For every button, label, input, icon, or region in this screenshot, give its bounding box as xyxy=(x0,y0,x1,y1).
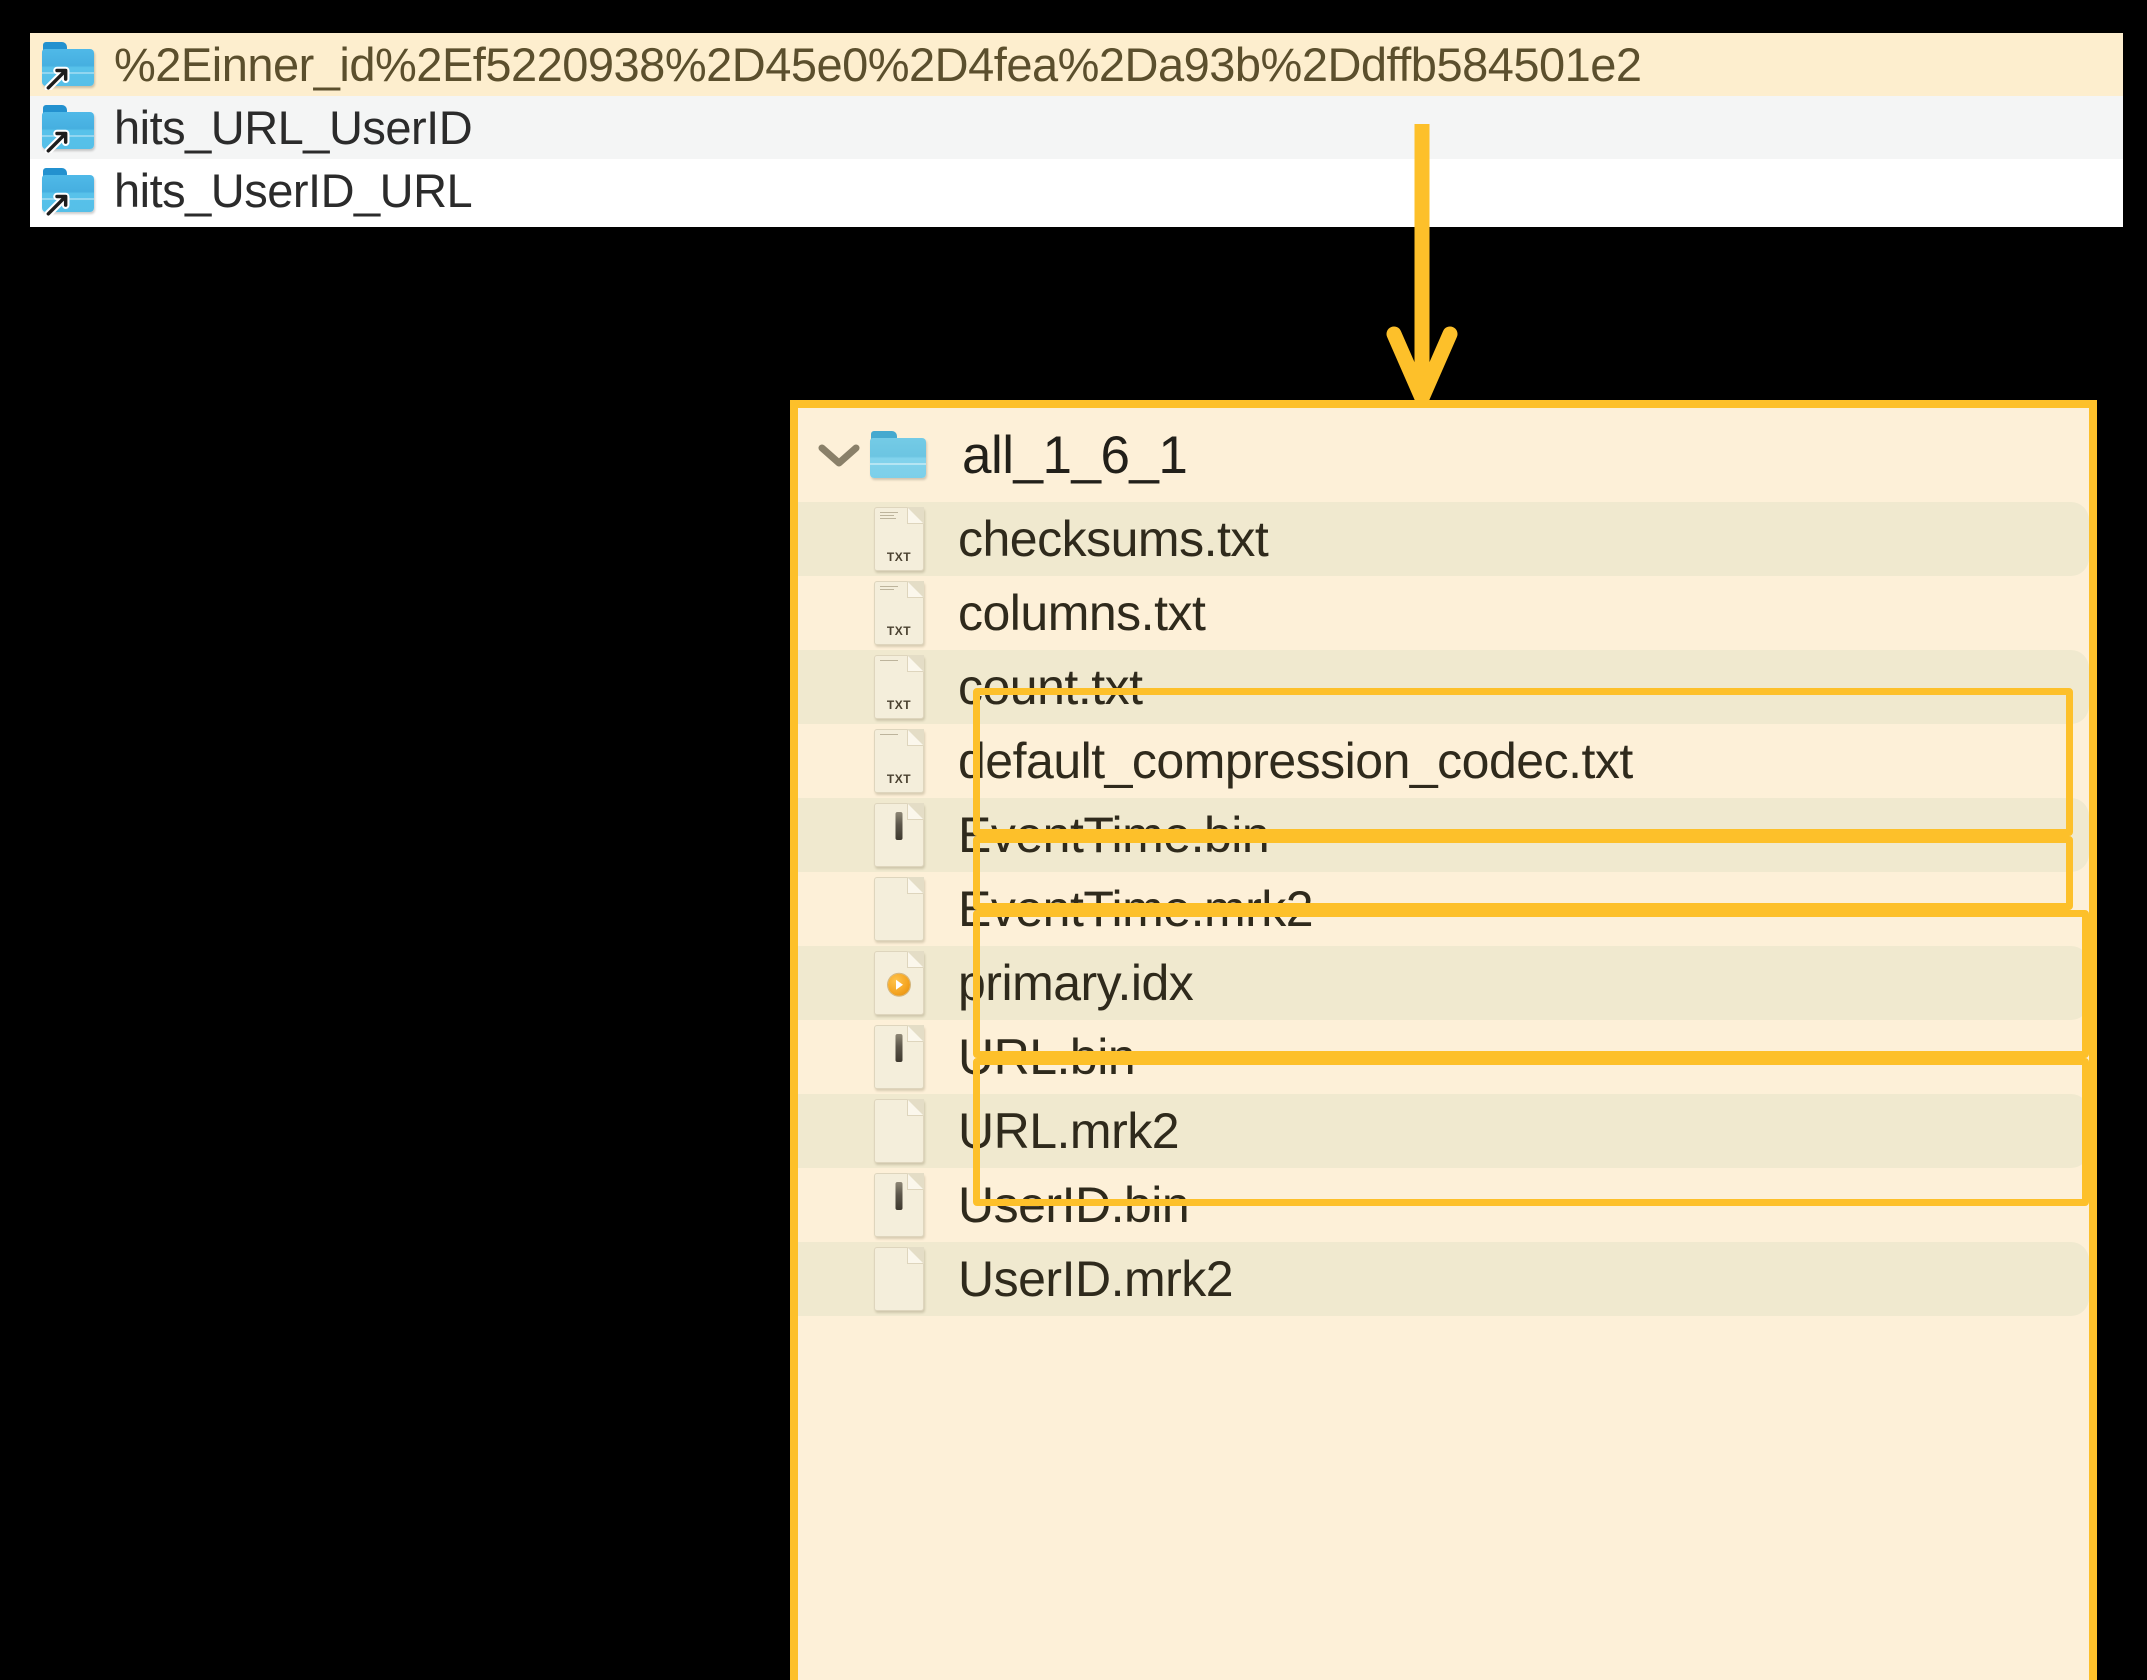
tree-file-row[interactable]: UserID.mrk2 xyxy=(798,1242,2089,1316)
txt-file-icon: TXT xyxy=(862,655,936,719)
tree-file-label: EventTime.bin xyxy=(958,807,1270,863)
mrk-file-icon xyxy=(862,877,936,941)
flow-arrow-down xyxy=(1386,124,1458,410)
tree-file-row[interactable]: TXT checksums.txt xyxy=(798,502,2089,576)
file-type-tag: TXT xyxy=(886,624,912,638)
list-item[interactable]: hits_URL_UserID xyxy=(30,96,2123,159)
idx-file-icon xyxy=(862,951,936,1015)
txt-file-icon: TXT xyxy=(862,581,936,645)
file-type-tag: TXT xyxy=(886,550,912,564)
folder-icon xyxy=(862,431,936,479)
symlink-folder-list[interactable]: %2Einner_id%2Ef5220938%2D45e0%2D4fea%2Da… xyxy=(30,33,2123,227)
tree-file-row[interactable]: TXT count.txt xyxy=(798,650,2089,724)
list-item-label: %2Einner_id%2Ef5220938%2D45e0%2D4fea%2Da… xyxy=(114,38,1642,91)
tree-file-row[interactable]: URL.mrk2 xyxy=(798,1094,2089,1168)
txt-file-icon: TXT xyxy=(862,507,936,571)
chevron-down-icon[interactable] xyxy=(816,441,862,469)
symlink-arrow-badge-icon xyxy=(44,192,70,216)
tree-file-label: default_compression_codec.txt xyxy=(958,733,1633,789)
symlink-arrow-badge-icon xyxy=(44,129,70,153)
tree-file-label: UserID.bin xyxy=(958,1177,1190,1233)
tree-root-row[interactable]: all_1_6_1 xyxy=(798,408,2089,502)
tree-file-label: EventTime.mrk2 xyxy=(958,881,1314,937)
txt-file-icon: TXT xyxy=(862,729,936,793)
bin-file-icon xyxy=(862,803,936,867)
tree-file-label: checksums.txt xyxy=(958,511,1269,567)
part-directory-tree[interactable]: all_1_6_1 TXT checksums.txt TXT xyxy=(790,400,2097,1680)
tree-file-label: columns.txt xyxy=(958,585,1206,641)
file-type-tag: TXT xyxy=(886,698,912,712)
folder-symlink-icon xyxy=(42,167,96,216)
list-item-label: hits_UserID_URL xyxy=(114,164,473,217)
bin-file-icon xyxy=(862,1173,936,1237)
folder-symlink-icon xyxy=(42,104,96,153)
tree-file-row[interactable]: EventTime.mrk2 xyxy=(798,872,2089,946)
bin-file-icon xyxy=(862,1025,936,1089)
tree-file-row[interactable]: EventTime.bin xyxy=(798,798,2089,872)
tree-file-row[interactable]: TXT columns.txt xyxy=(798,576,2089,650)
folder-symlink-icon xyxy=(42,41,96,90)
tree-file-label: URL.mrk2 xyxy=(958,1103,1180,1159)
tree-file-label: count.txt xyxy=(958,659,1143,715)
tree-file-row[interactable]: URL.bin xyxy=(798,1020,2089,1094)
tree-file-row[interactable]: TXT default_compression_codec.txt xyxy=(798,724,2089,798)
tree-file-label: URL.bin xyxy=(958,1029,1136,1085)
tree-file-row[interactable]: UserID.bin xyxy=(798,1168,2089,1242)
mrk-file-icon xyxy=(862,1247,936,1311)
mrk-file-icon xyxy=(862,1099,936,1163)
file-type-tag: TXT xyxy=(886,772,912,786)
list-item[interactable]: hits_UserID_URL xyxy=(30,159,2123,222)
tree-file-label: primary.idx xyxy=(958,955,1194,1011)
tree-file-row[interactable]: primary.idx xyxy=(798,946,2089,1020)
list-item-label: hits_URL_UserID xyxy=(114,101,473,154)
tree-root-label: all_1_6_1 xyxy=(962,425,1188,485)
symlink-arrow-badge-icon xyxy=(44,66,70,90)
list-item[interactable]: %2Einner_id%2Ef5220938%2D45e0%2D4fea%2Da… xyxy=(30,33,2123,96)
tree-file-label: UserID.mrk2 xyxy=(958,1251,1234,1307)
